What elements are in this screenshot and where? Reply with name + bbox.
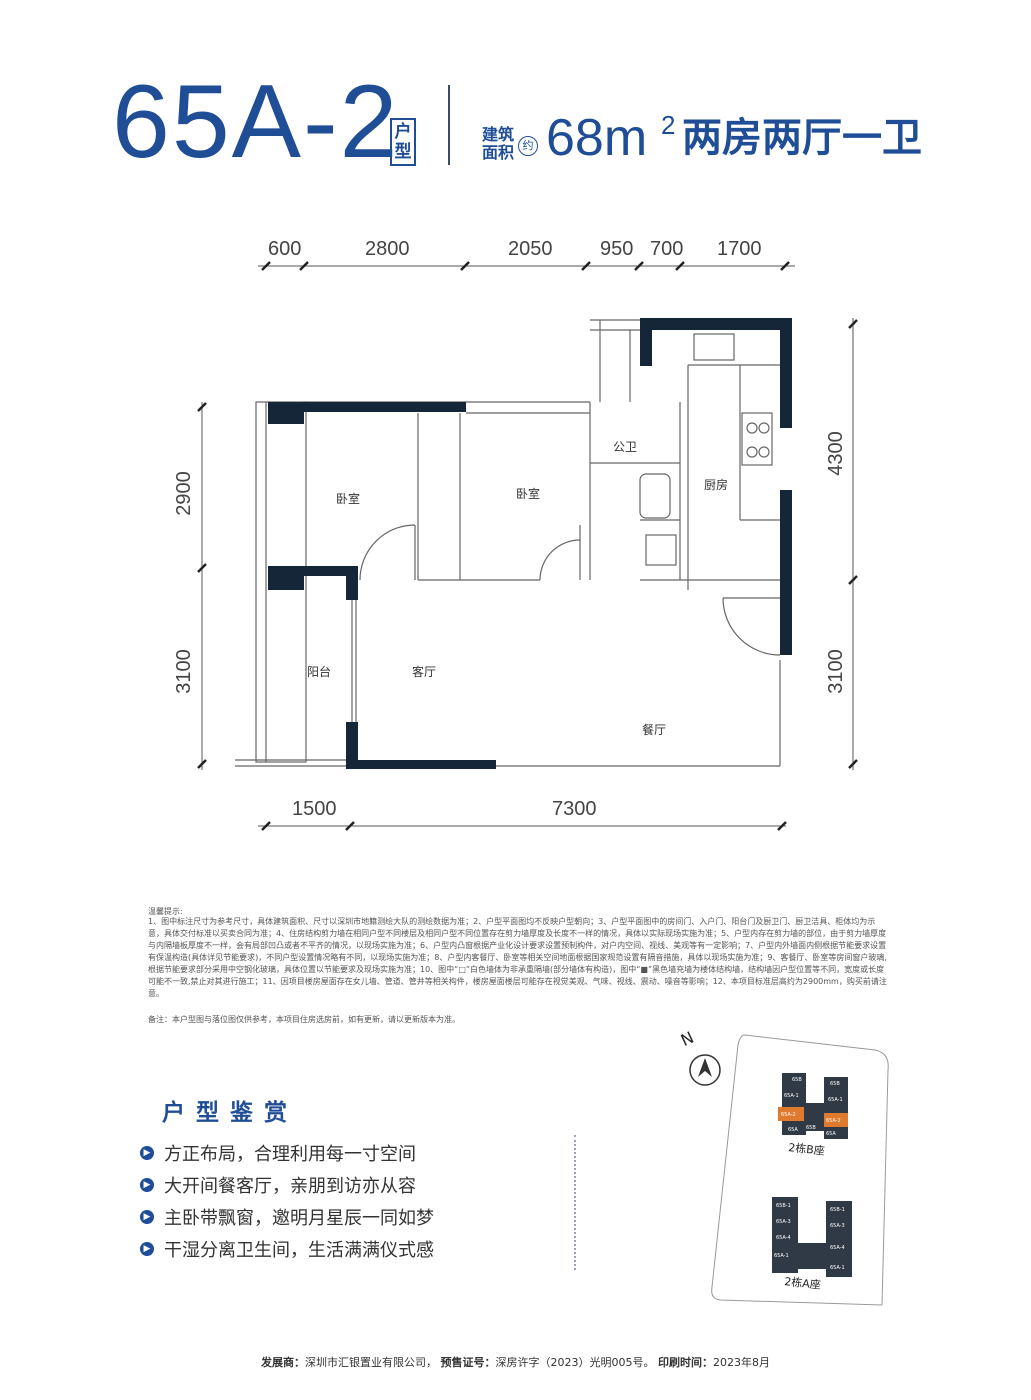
room-bathroom: 公卫 — [613, 440, 638, 454]
floor-plan — [197, 261, 858, 831]
north-label: N — [678, 1028, 697, 1050]
svg-text:65B-1: 65B-1 — [830, 1207, 845, 1213]
svg-text:65A-2: 65A-2 — [826, 1118, 841, 1124]
site-plan: N 65B 65B 65A-1 65A-1 65A-2 65A-2 65A 65… — [678, 1028, 889, 1306]
room-dining: 餐厅 — [642, 723, 667, 737]
room-living: 客厅 — [412, 665, 437, 679]
print-label: 印刷时间： — [658, 1356, 713, 1369]
dim-right-4300: 4300 — [824, 431, 847, 476]
svg-text:65B: 65B — [792, 1077, 802, 1083]
svg-text:65A-1: 65A-1 — [774, 1253, 789, 1259]
dim-top-2050: 2050 — [508, 238, 553, 260]
dim-top-700: 700 — [650, 238, 684, 260]
svg-text:65A: 65A — [826, 1131, 836, 1137]
site-boundary — [711, 1034, 889, 1306]
chevron-right-icon: ▶ — [140, 1242, 154, 1256]
svg-text:65A-1: 65A-1 — [784, 1093, 799, 1099]
chevron-right-icon: ▶ — [140, 1146, 154, 1160]
notes-remark: 备注：本户型图与落位图仅供参考，本项目住房选房前，如有更新，请以更新版本为准。 — [148, 1015, 460, 1024]
north-arrow-icon — [698, 1058, 712, 1077]
feature-divider — [574, 1135, 576, 1270]
svg-text:65A-2: 65A-2 — [781, 1112, 796, 1118]
chevron-right-icon: ▶ — [140, 1178, 154, 1192]
print-date: 2023年8月 — [713, 1356, 770, 1369]
developer: 深圳市汇银置业有限公司， — [305, 1356, 437, 1369]
room-bedroom-1: 卧室 — [336, 492, 361, 506]
room-kitchen: 厨房 — [704, 478, 729, 492]
feature-item: ▶ 干湿分离卫生间，生活满满仪式感 — [140, 1236, 434, 1262]
building-b: 65B 65B 65A-1 65A-1 65A-2 65A-2 65A 65B … — [778, 1073, 848, 1158]
model-code: 65A-2 — [112, 64, 400, 180]
features-title: 户型鉴赏 — [162, 1100, 298, 1126]
chevron-right-icon: ▶ — [140, 1210, 154, 1224]
svg-text:65B: 65B — [806, 1125, 816, 1131]
dim-left-2900: 2900 — [172, 471, 195, 516]
building-b-label: 2栋B座 — [788, 1140, 826, 1158]
notes-body: 1、图中标注尺寸为参考尺寸，具体建筑面积、尺寸以深圳市地籍测绘大队的测绘数据为准… — [148, 917, 887, 998]
dim-bottom-1500: 1500 — [292, 798, 337, 820]
layout-description: 两房两厅一卫 — [682, 115, 922, 161]
svg-text:65B-1: 65B-1 — [776, 1203, 791, 1209]
room-balcony: 阳台 — [307, 665, 332, 679]
area-caption: 建筑面积 — [482, 125, 515, 162]
svg-text:65A-1: 65A-1 — [828, 1097, 843, 1103]
presale-number: 深房许字（2023）光明005号。 — [495, 1356, 655, 1369]
svg-text:65A: 65A — [788, 1127, 798, 1133]
presale-label: 预售证号： — [440, 1356, 496, 1369]
notes-title: 温馨提示: — [148, 907, 183, 916]
dim-left-3100: 3100 — [172, 649, 195, 694]
dim-top-2800: 2800 — [365, 238, 410, 260]
svg-text:65B: 65B — [830, 1081, 840, 1087]
building-a-label: 2栋A座 — [784, 1274, 822, 1292]
area-value: 68m — [546, 109, 648, 167]
dim-bottom-7300: 7300 — [552, 798, 597, 820]
svg-text:65A-3: 65A-3 — [830, 1223, 845, 1229]
svg-text:65A-4: 65A-4 — [776, 1235, 791, 1241]
area-superscript: 2 — [661, 110, 676, 140]
header-divider — [448, 85, 450, 165]
compass-icon — [689, 1054, 721, 1086]
feature-item: ▶ 主卧带飘窗，邀明月星辰一同如梦 — [140, 1204, 434, 1230]
dim-right-3100: 3100 — [824, 649, 847, 694]
footer: 发展商：深圳市汇银置业有限公司， 预售证号：深房许字（2023）光明005号。 … — [0, 1354, 1031, 1370]
unit-tag: 户型 — [390, 118, 416, 166]
feature-item: ▶ 大开间餐客厅，亲朋到访亦从容 — [140, 1172, 416, 1198]
dim-top-950: 950 — [600, 238, 634, 260]
room-bedroom-2: 卧室 — [516, 487, 541, 501]
dim-top-600: 600 — [268, 238, 302, 260]
building-a: 65B-1 65B-1 65A-3 65A-3 65A-4 65A-4 65A-… — [772, 1197, 852, 1292]
dim-top-1700: 1700 — [717, 238, 762, 260]
feature-item: ▶ 方正布局，合理利用每一寸空间 — [140, 1140, 416, 1166]
svg-text:65A-1: 65A-1 — [830, 1265, 845, 1271]
area-approx-badge: 约 — [518, 136, 538, 156]
svg-text:65A-4: 65A-4 — [830, 1245, 845, 1251]
developer-label: 发展商： — [261, 1356, 305, 1369]
svg-text:65A-3: 65A-3 — [776, 1219, 791, 1225]
